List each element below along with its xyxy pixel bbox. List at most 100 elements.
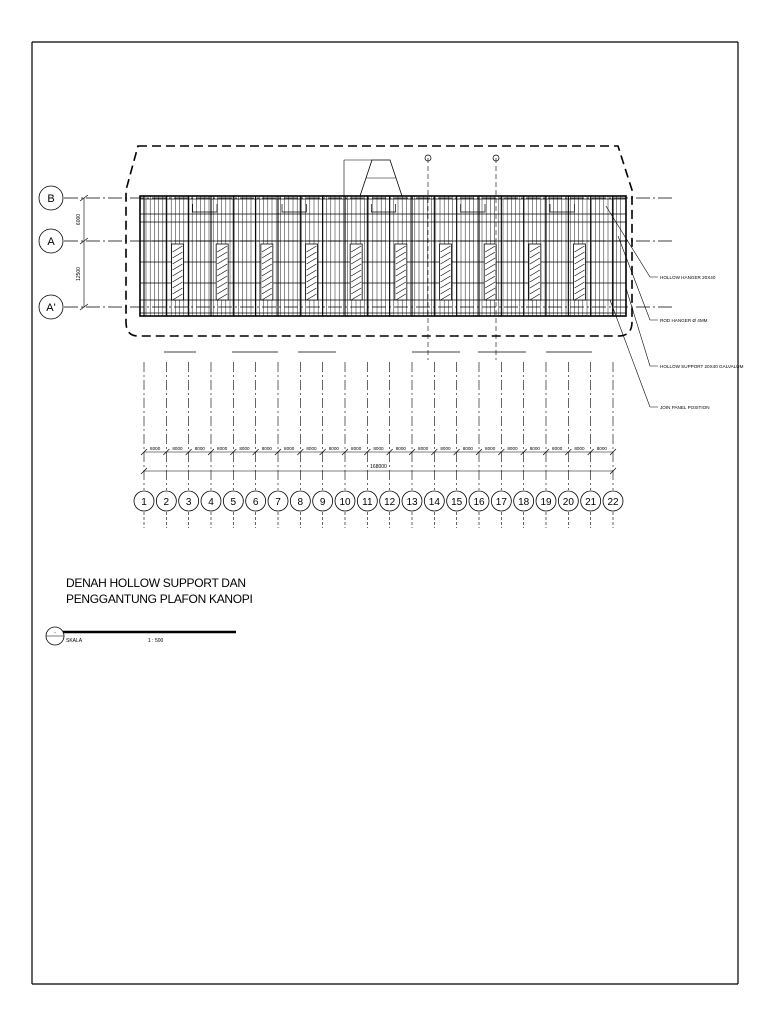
join-panel-hatch — [261, 251, 272, 259]
join-panel — [215, 243, 229, 301]
column-axis-label: 12 — [384, 497, 396, 508]
join-panel-hatch — [351, 281, 362, 289]
join-panel-box — [171, 243, 184, 301]
column-dim-label: 8000 — [463, 446, 474, 451]
join-panel-hatch — [172, 245, 183, 253]
column-dim-label: 8000 — [284, 446, 295, 451]
join-panel-hatch — [261, 293, 272, 301]
join-panel-hatch — [261, 257, 272, 265]
join-panel-hatch — [395, 245, 406, 253]
scale-value: 1 : 500 — [148, 638, 164, 644]
join-panel — [573, 243, 586, 301]
total-dim-label: 168000 — [370, 464, 387, 470]
join-panel-hatch — [306, 263, 317, 271]
join-panel-box — [305, 243, 318, 301]
join-panel — [483, 243, 497, 301]
column-axis-label: 21 — [585, 497, 597, 508]
column-dim-label: 8000 — [574, 446, 585, 451]
column-axis-label: 16 — [473, 497, 485, 508]
join-panel-box — [528, 243, 542, 301]
drawing-title: DENAH HOLLOW SUPPORT DAN PENGGANTUNG PLA… — [66, 575, 253, 607]
join-panel-hatch — [395, 257, 406, 265]
join-panel-hatch — [485, 287, 496, 295]
column-axis-label: 7 — [275, 497, 281, 508]
callout-label: ROD HANGER Ø 4MM — [660, 318, 708, 323]
column-axis-label: 13 — [406, 497, 418, 508]
column-axis-label: 18 — [518, 497, 530, 508]
column-dim-label: 8000 — [351, 446, 362, 451]
row-dim-label: 12500 — [76, 267, 82, 281]
column-dim-label: 8000 — [172, 446, 183, 451]
column-dim-label: 8000 — [507, 446, 518, 451]
join-panel-hatch — [217, 275, 228, 283]
column-axis-bubble — [312, 490, 334, 512]
bracket — [192, 204, 218, 213]
join-panel-hatch — [172, 263, 183, 271]
column-dim-label: 8000 — [239, 446, 250, 451]
join-panel-hatch — [306, 281, 317, 289]
column-dim-label: 8000 — [440, 446, 451, 451]
join-panel — [528, 243, 542, 301]
join-panel-box — [439, 243, 452, 301]
join-panel-hatch — [485, 281, 496, 289]
column-dim-label: 8000 — [217, 446, 228, 451]
join-panel-box — [349, 243, 363, 301]
join-panel-hatch — [440, 281, 451, 289]
join-panel-hatch — [485, 257, 496, 265]
join-panel-hatch — [529, 269, 540, 277]
join-panel-hatch — [485, 275, 496, 283]
join-panel-hatch — [574, 269, 585, 277]
column-axis-label: 1 — [141, 497, 147, 508]
column-axis-label: 11 — [362, 497, 373, 508]
callout-label: HOLLOW SUPPORT 20X40 GALVALUM — [660, 364, 744, 369]
row-dim-label: 6000 — [76, 214, 82, 225]
bracket — [370, 204, 397, 213]
column-axis-bubble — [289, 490, 311, 512]
column-axis-bubble — [379, 490, 401, 512]
join-panel-hatch — [217, 245, 228, 253]
column-axis-label: 6 — [253, 497, 259, 508]
bracket — [549, 204, 575, 213]
column-axis-label: 22 — [607, 497, 619, 508]
join-panel-hatch — [172, 281, 183, 289]
column-dim-label: 8000 — [552, 446, 563, 451]
join-panel-hatch — [440, 251, 451, 259]
column-axis-bubble — [513, 490, 535, 512]
column-dim-label: 8000 — [530, 446, 541, 451]
total-dim-tick — [140, 467, 148, 475]
callout-label: HOLLOW HANGER 20X40 — [660, 275, 716, 280]
join-panel — [260, 243, 274, 301]
bracket — [460, 204, 486, 213]
join-panel-hatch — [440, 275, 451, 283]
total-dim-tick — [609, 467, 617, 475]
join-panel-hatch — [529, 263, 540, 271]
join-panel-hatch — [574, 245, 585, 253]
join-panel-hatch — [306, 251, 317, 259]
drawing-title-line-1: DENAH HOLLOW SUPPORT DAN — [66, 576, 246, 590]
section-marker-1 — [424, 154, 432, 360]
column-axis-label: 3 — [186, 497, 192, 508]
join-panel-box — [573, 243, 586, 301]
join-panel-hatch — [306, 269, 317, 277]
column-axis-bubble — [267, 490, 289, 512]
join-panel-hatch — [485, 245, 496, 253]
row-axis-bubble — [38, 294, 64, 320]
join-panel-hatch — [217, 257, 228, 265]
join-panel-hatch — [306, 293, 317, 301]
join-panel-hatch — [261, 281, 272, 289]
join-panel — [349, 243, 363, 301]
join-panel-hatch — [485, 269, 496, 277]
join-panel-hatch — [440, 269, 451, 277]
row-dim-tick — [79, 237, 89, 245]
column-axis-label: 20 — [563, 497, 575, 508]
join-panel — [394, 243, 408, 301]
join-panel-hatch — [574, 257, 585, 265]
join-panel-hatch — [351, 245, 362, 253]
join-panel-hatch — [529, 275, 540, 283]
column-dim-label: 8000 — [597, 446, 608, 451]
drawing-title-line-2: PENGGANTUNG PLAFON KANOPI — [66, 592, 253, 606]
column-axis-label: 15 — [451, 497, 463, 508]
column-axis-label: 9 — [320, 497, 326, 508]
join-panel-box — [215, 243, 229, 301]
